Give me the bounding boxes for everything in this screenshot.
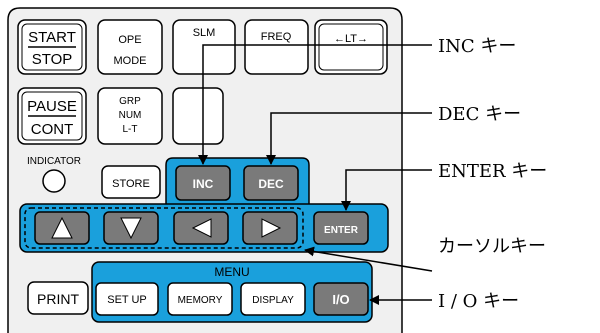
start-label: START (28, 29, 76, 46)
io-label: I/O (332, 292, 349, 307)
slm-key[interactable]: SLM (172, 19, 236, 75)
inc-key[interactable]: INC (175, 165, 231, 201)
store-label: STORE (112, 178, 150, 190)
lt-arrows-label: ←LT→ (334, 33, 368, 45)
num-label: NUM (119, 110, 142, 121)
right-triangle-icon (261, 218, 282, 238)
callout-leaders (198, 44, 433, 305)
setup-label: SET UP (107, 294, 147, 306)
inc-callout: INC キー (438, 36, 516, 57)
cont-label: CONT (31, 121, 74, 138)
store-key[interactable]: STORE (101, 165, 161, 199)
stop-label: STOP (32, 51, 73, 68)
cursor-leader (304, 246, 433, 272)
up-arrow-key[interactable] (34, 211, 90, 245)
cursor-keys-highlight (24, 207, 304, 249)
indicator-lamp (42, 169, 66, 193)
print-label: PRINT (37, 291, 79, 307)
up-triangle-icon (51, 216, 73, 239)
pause-cont-key[interactable]: PAUSE CONT (17, 87, 87, 145)
down-arrow-key[interactable] (103, 211, 159, 245)
io-key[interactable]: I/O (313, 282, 369, 316)
down-triangle-icon (120, 217, 142, 240)
print-key[interactable]: PRINT (27, 281, 89, 315)
io-callout: I / O キー (438, 291, 519, 312)
right-arrow-key[interactable] (242, 211, 298, 245)
ope-label: OPE (118, 34, 141, 46)
enter-key[interactable]: ENTER (313, 211, 369, 245)
dec-callout: DEC キー (438, 104, 521, 125)
start-stop-key[interactable]: START STOP (17, 19, 87, 75)
memory-label: MEMORY (178, 295, 223, 306)
enter-callout: ENTER キー (438, 161, 547, 182)
dec-leader (266, 112, 432, 165)
display-key[interactable]: DISPLAY (240, 282, 306, 316)
freq-label: FREQ (261, 31, 292, 43)
mode-label: MODE (114, 55, 147, 67)
cursor-callout: カーソルキー (438, 236, 546, 257)
ope-mode-key[interactable]: OPE MODE (97, 19, 163, 75)
pause-label: PAUSE (27, 98, 77, 115)
enter-leader (341, 169, 432, 211)
menu-label: MENU (214, 265, 249, 279)
memory-key[interactable]: MEMORY (167, 282, 233, 316)
enter-label: ENTER (324, 225, 359, 236)
display-label: DISPLAY (252, 295, 294, 306)
grp-num-lt-key[interactable]: GRP NUM L-T (97, 87, 163, 145)
grp-label: GRP (119, 96, 141, 107)
inc-label: INC (193, 177, 214, 191)
dec-label: DEC (258, 177, 284, 191)
blank-key[interactable] (172, 87, 224, 145)
left-triangle-icon (191, 218, 212, 238)
slm-label: SLM (193, 27, 216, 39)
setup-key[interactable]: SET UP (95, 282, 159, 316)
lt-scroll-key[interactable]: ←LT→ (314, 19, 388, 75)
lt-label: L-T (123, 124, 138, 135)
inc-leader (198, 44, 432, 165)
left-arrow-key[interactable] (173, 211, 229, 245)
indicator-label: INDICATOR (27, 156, 81, 167)
freq-key[interactable]: FREQ (244, 19, 309, 75)
dec-key[interactable]: DEC (243, 165, 299, 201)
